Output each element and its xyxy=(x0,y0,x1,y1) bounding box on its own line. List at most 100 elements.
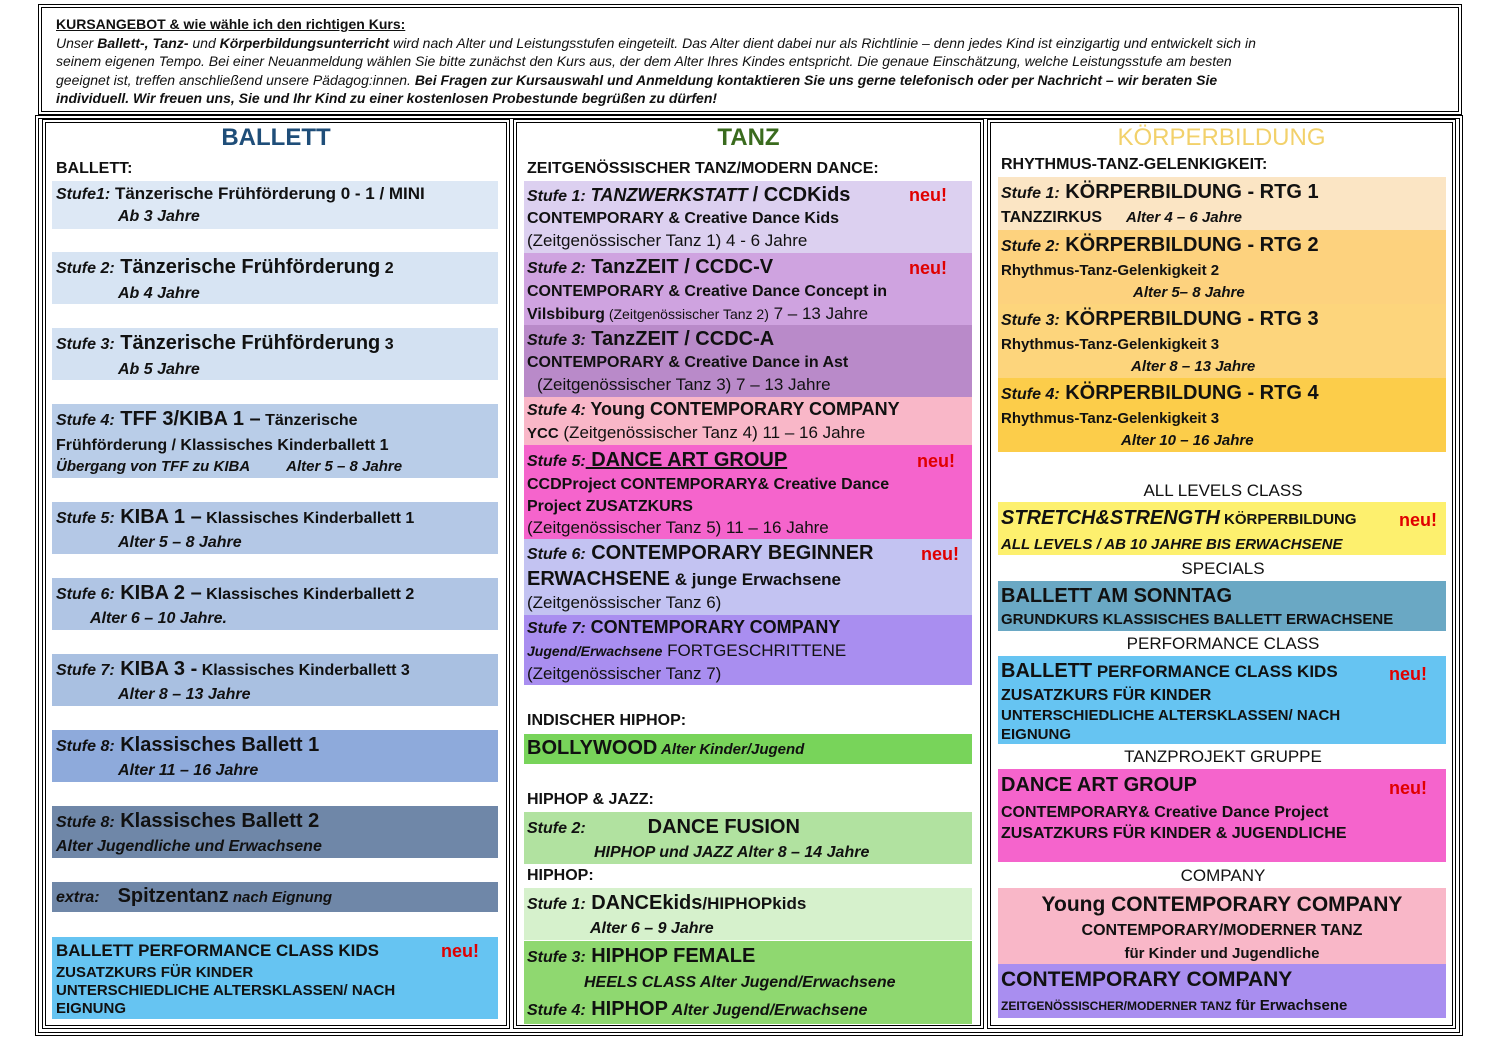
koerper-performance-line3: UNTERSCHIEDLICHE ALTERSKLASSEN/ NACH xyxy=(1001,707,1341,724)
koerper-dance-art-group xyxy=(998,769,1446,862)
course-type: ZEITGENÖSSISCHER/MODERNER TANZ xyxy=(1001,999,1232,1013)
ballett-subheading: BALLETT: xyxy=(56,160,133,177)
stufe-label: Stufe1: xyxy=(56,186,111,203)
tanz-stufe-2-title: Stufe 2: TanzZEIT / CCDC-V xyxy=(527,256,773,279)
tanz-stufe-7-line2: Jugend/Erwachsene FORTGESCHRITTENE xyxy=(527,641,846,661)
course-alias: (Zeitgenössischer Tanz 2) xyxy=(604,306,769,322)
course-name: TanzZEIT / CCDC-A xyxy=(585,328,775,350)
ballett-performance-class xyxy=(52,937,498,1019)
koerper-stufe-4-title: Stufe 4: KÖRPERBILDUNG - RTG 4 xyxy=(1001,382,1319,405)
koerper-stufe-4-age: Alter 10 – 16 Jahre xyxy=(1121,432,1254,449)
tanz-hiphop-stufe-3 xyxy=(524,941,972,995)
course-name: KÖRPERBILDUNG - RTG 3 xyxy=(1059,308,1319,330)
tanz-hiphop-stufe-1 xyxy=(524,888,972,940)
tanz-stufe-3-title: Stufe 3: TanzZEIT / CCDC-A xyxy=(527,328,774,351)
transition-note: Übergang von TFF zu KIBA xyxy=(56,458,251,475)
course-code: / CCDKids xyxy=(752,184,851,206)
koerper-ycc-line3: für Kinder und Jugendliche xyxy=(1124,945,1320,962)
ballett-performance-line1: ZUSATZKURS FÜR KINDER xyxy=(56,964,254,981)
age-note: Alter Jugend/Erwachsene xyxy=(667,1002,868,1019)
tanz-dance-fusion-title: Stufe 2: DANCE FUSION xyxy=(527,816,800,839)
koerper-performance-line4: EIGNUNG xyxy=(1001,726,1072,743)
tanz-stufe-5 xyxy=(524,445,972,539)
koerper-performance-line2: ZUSATZKURS FÜR KINDER xyxy=(1001,687,1212,704)
course-name: Tänzerische Frühförderung 0 - 1 / MINI xyxy=(110,184,425,203)
koerper-stufe-1-title: Stufe 1: KÖRPERBILDUNG - RTG 1 xyxy=(1001,181,1319,204)
ballett-stufe-5-age: Alter 5 – 8 Jahre xyxy=(118,534,242,551)
neu-badge: neu! xyxy=(1389,778,1427,798)
course-alias: TANZZIRKUS xyxy=(1001,209,1103,226)
intro-title: KURSANGEBOT & wie wähle ich den richtige… xyxy=(56,16,406,32)
koerper-sonntag-title: BALLETT AM SONNTAG xyxy=(1001,585,1233,607)
stufe-label: Stufe 2: xyxy=(1001,238,1060,255)
course-name: BOLLYWOOD xyxy=(527,737,658,759)
ballett-stufe-5 xyxy=(52,502,498,554)
course-number: 3 xyxy=(380,336,394,353)
stufe-label: Stufe 3: xyxy=(527,949,586,966)
ballett-stufe-2 xyxy=(52,252,498,304)
ballett-stufe-3 xyxy=(52,328,498,380)
location: Vilsbiburg xyxy=(527,306,605,323)
stufe-label: Stufe 6: xyxy=(56,586,115,603)
course-name: KIBA 2 – xyxy=(114,582,202,604)
stufe-label: Stufe 2: xyxy=(527,820,586,837)
course-name: STRETCH&STRENGTH xyxy=(1001,507,1220,529)
ballett-stufe-3-title: Stufe 3: Tänzerische Frühförderung 3 xyxy=(56,332,394,355)
ballett-stufe-8b-title: Stufe 8: Klassisches Ballett 2 xyxy=(56,810,319,833)
tanz-subheading-modern: ZEITGENÖSSISCHER TANZ/MODERN DANCE: xyxy=(527,160,879,177)
koerper-stufe-2-title: Stufe 2: KÖRPERBILDUNG - RTG 2 xyxy=(1001,234,1319,257)
koerper-stufe-3-line2: Rhythmus-Tanz-Gelenkigkeit 3 xyxy=(1001,336,1220,353)
course-name: Young CONTEMPORARY COMPANY xyxy=(585,399,900,419)
stufe-label: Stufe 7: xyxy=(56,662,115,679)
course-name: TFF 3/KIBA 1 – xyxy=(114,408,261,430)
ballett-stufe-4-line2: Frühförderung / Klassisches Kinderballet… xyxy=(56,437,389,454)
ballett-heading: BALLETT xyxy=(221,124,331,151)
neu-badge: neu! xyxy=(921,544,959,564)
tanz-stufe-3-line3: (Zeitgenössischer Tanz 3) 7 – 13 Jahre xyxy=(537,375,831,394)
ballett-stufe-8-age: Alter 11 – 16 Jahre xyxy=(118,762,259,779)
ballett-stufe-4-title: Stufe 4: TFF 3/KIBA 1 – Tänzerische xyxy=(56,408,358,431)
ballett-stufe-1-title: Stufe1: Tänzerische Frühförderung 0 - 1 … xyxy=(56,184,425,204)
intro-bold: Bei Fragen zur Kursauswahl und Anmeldung… xyxy=(414,71,1218,88)
stufe-label: Stufe 4: xyxy=(527,402,586,419)
ballett-stufe-2-age: Ab 4 Jahre xyxy=(118,285,200,302)
koerper-stufe-3 xyxy=(998,304,1446,378)
course-name: Tänzerische Frühförderung xyxy=(114,256,381,278)
stufe-label: Stufe 4: xyxy=(1001,386,1060,403)
stufe-label: Stufe 5: xyxy=(56,510,115,527)
intro-box: KURSANGEBOT & wie wähle ich den richtige… xyxy=(38,4,1462,115)
caption-company: COMPANY xyxy=(1180,866,1266,885)
course-name: HIPHOP FEMALE xyxy=(585,945,756,967)
outer-frame xyxy=(35,115,1463,1036)
course-name: Spitzentanz xyxy=(117,885,229,907)
neu-badge: neu! xyxy=(909,258,947,278)
tanz-bollywood-title: BOLLYWOOD Alter Kinder/Jugend xyxy=(527,737,804,760)
koerper-stufe-2-age: Alter 5– 8 Jahre xyxy=(1133,284,1245,301)
course-note: nach Eignung xyxy=(228,889,333,906)
tanz-hiphop-stufe-1-title: Stufe 1: DANCEkids/HIPHOPkids xyxy=(527,892,806,915)
tanz-stufe-5-line2: CCDProject CONTEMPORARY& Creative Dance xyxy=(527,476,890,493)
course-name: DANCE FUSION xyxy=(647,816,800,838)
course-name: TANZWERKSTATT xyxy=(585,185,753,205)
koerper-stufe-3-age: Alter 8 – 13 Jahre xyxy=(1131,358,1256,375)
tanz-subheading-hiphop: HIPHOP: xyxy=(527,867,594,884)
course-alias: /HIPHOPkids xyxy=(702,894,807,913)
age-range: 7 – 13 Jahre xyxy=(768,304,869,323)
stufe-label: Stufe 3: xyxy=(527,332,586,349)
tanz-hiphop-stufe-4-title: Stufe 4: HIPHOP Alter Jugend/Erwachsene xyxy=(527,998,867,1021)
course-name: Klassisches Ballett 1 xyxy=(114,734,320,756)
koerper-ycc-title: Young CONTEMPORARY COMPANY xyxy=(1041,893,1403,916)
koerper-stretch-title: STRETCH&STRENGTH KÖRPERBILDUNG xyxy=(1001,507,1357,530)
tanz-subheading-hiphop-jazz: HIPHOP & JAZZ: xyxy=(527,791,654,808)
extra-label: extra: xyxy=(56,889,100,906)
caption-specials: SPECIALS xyxy=(1181,559,1265,578)
koerper-heading: KÖRPERBILDUNG xyxy=(1117,124,1326,151)
tanz-stufe-1 xyxy=(524,181,972,253)
tanz-stufe-6 xyxy=(524,539,972,615)
tanz-stufe-7 xyxy=(524,615,972,685)
course-name: Tänzerische Frühförderung xyxy=(114,332,381,354)
tanz-stufe-1-title: Stufe 1: TANZWERKSTATT / CCDKids xyxy=(527,184,850,207)
koerper-cc-line2: ZEITGENÖSSISCHER/MODERNER TANZ für Erwac… xyxy=(1001,997,1347,1015)
koerper-stufe-3-title: Stufe 3: KÖRPERBILDUNG - RTG 3 xyxy=(1001,308,1319,331)
